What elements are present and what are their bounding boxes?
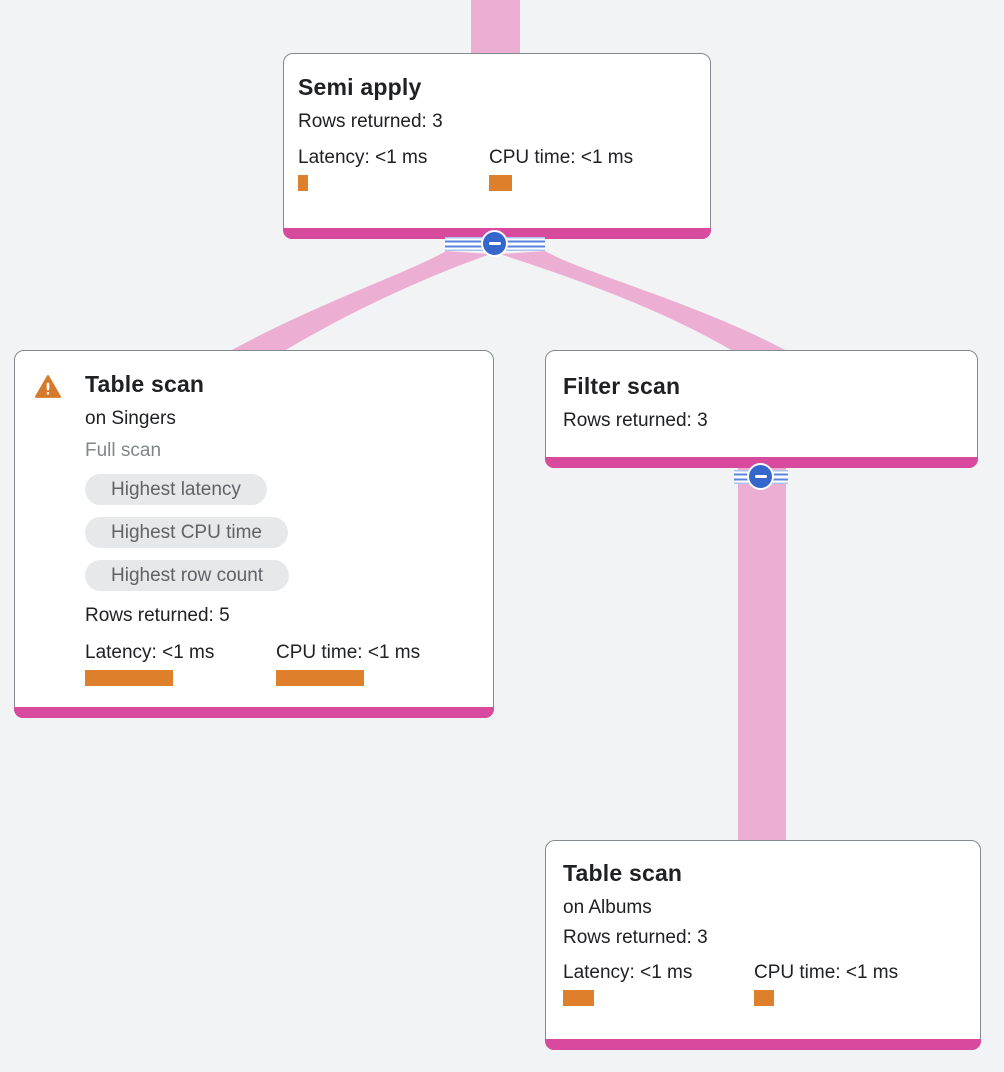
cpu-bar [276, 670, 364, 686]
collapse-button-semi-apply[interactable] [481, 230, 508, 257]
latency-bar [85, 670, 173, 686]
ribbon-semi-apply-to-table-scan-singers [230, 251, 491, 351]
node-accent-bar [545, 457, 978, 468]
node-accent-bar [14, 707, 494, 718]
node-semi-apply[interactable]: Semi apply Rows returned: 3 Latency: <1 … [283, 53, 711, 239]
minus-icon [754, 475, 767, 478]
ribbon-semi-apply-to-filter-scan [500, 251, 787, 351]
latency-stat: Latency: <1 ms [563, 962, 754, 1006]
latency-bar [563, 990, 594, 1006]
cpu-label: CPU time: <1 ms [489, 147, 634, 168]
badge-highest-cpu-time: Highest CPU time [85, 517, 288, 548]
latency-label: Latency: <1 ms [298, 147, 428, 168]
latency-bar [298, 175, 308, 191]
cpu-label: CPU time: <1 ms [754, 962, 899, 983]
cpu-bar [754, 990, 774, 1006]
cpu-stat: CPU time: <1 ms [276, 642, 467, 686]
ribbon-filter-scan-to-table-scan-albums [738, 466, 786, 842]
badge-highest-row-count: Highest row count [85, 560, 290, 591]
node-accent-bar [545, 1039, 981, 1050]
latency-stat: Latency: <1 ms [85, 642, 276, 686]
node-subtitle: on Albums [563, 897, 652, 918]
ribbon-root-to-semi-apply [471, 0, 520, 56]
warning-icon [35, 375, 61, 398]
node-table-scan-singers[interactable]: Table scan on Singers Full scan Highest … [14, 350, 494, 718]
latency-label: Latency: <1 ms [563, 962, 693, 983]
scan-type: Full scan [85, 440, 162, 461]
node-title: Filter scan [563, 373, 681, 399]
latency-stat: Latency: <1 ms [298, 147, 489, 191]
node-title: Semi apply [298, 74, 422, 100]
node-title: Table scan [85, 371, 205, 397]
node-filter-scan[interactable]: Filter scan Rows returned: 3 [545, 350, 978, 468]
cpu-bar [489, 175, 512, 191]
collapse-button-filter-scan[interactable] [747, 463, 774, 490]
latency-label: Latency: <1 ms [85, 642, 215, 663]
rows-returned: Rows returned: 3 [563, 410, 708, 431]
cpu-label: CPU time: <1 ms [276, 642, 421, 663]
node-table-scan-albums[interactable]: Table scan on Albums Rows returned: 3 La… [545, 840, 981, 1050]
node-title: Table scan [563, 860, 683, 886]
rows-returned: Rows returned: 5 [85, 605, 230, 626]
minus-icon [488, 242, 501, 245]
node-subtitle: on Singers [85, 408, 176, 429]
rows-returned: Rows returned: 3 [563, 927, 708, 948]
cpu-stat: CPU time: <1 ms [489, 147, 680, 191]
badge-highest-latency: Highest latency [85, 474, 267, 505]
rows-returned: Rows returned: 3 [298, 111, 443, 132]
cpu-stat: CPU time: <1 ms [754, 962, 945, 1006]
